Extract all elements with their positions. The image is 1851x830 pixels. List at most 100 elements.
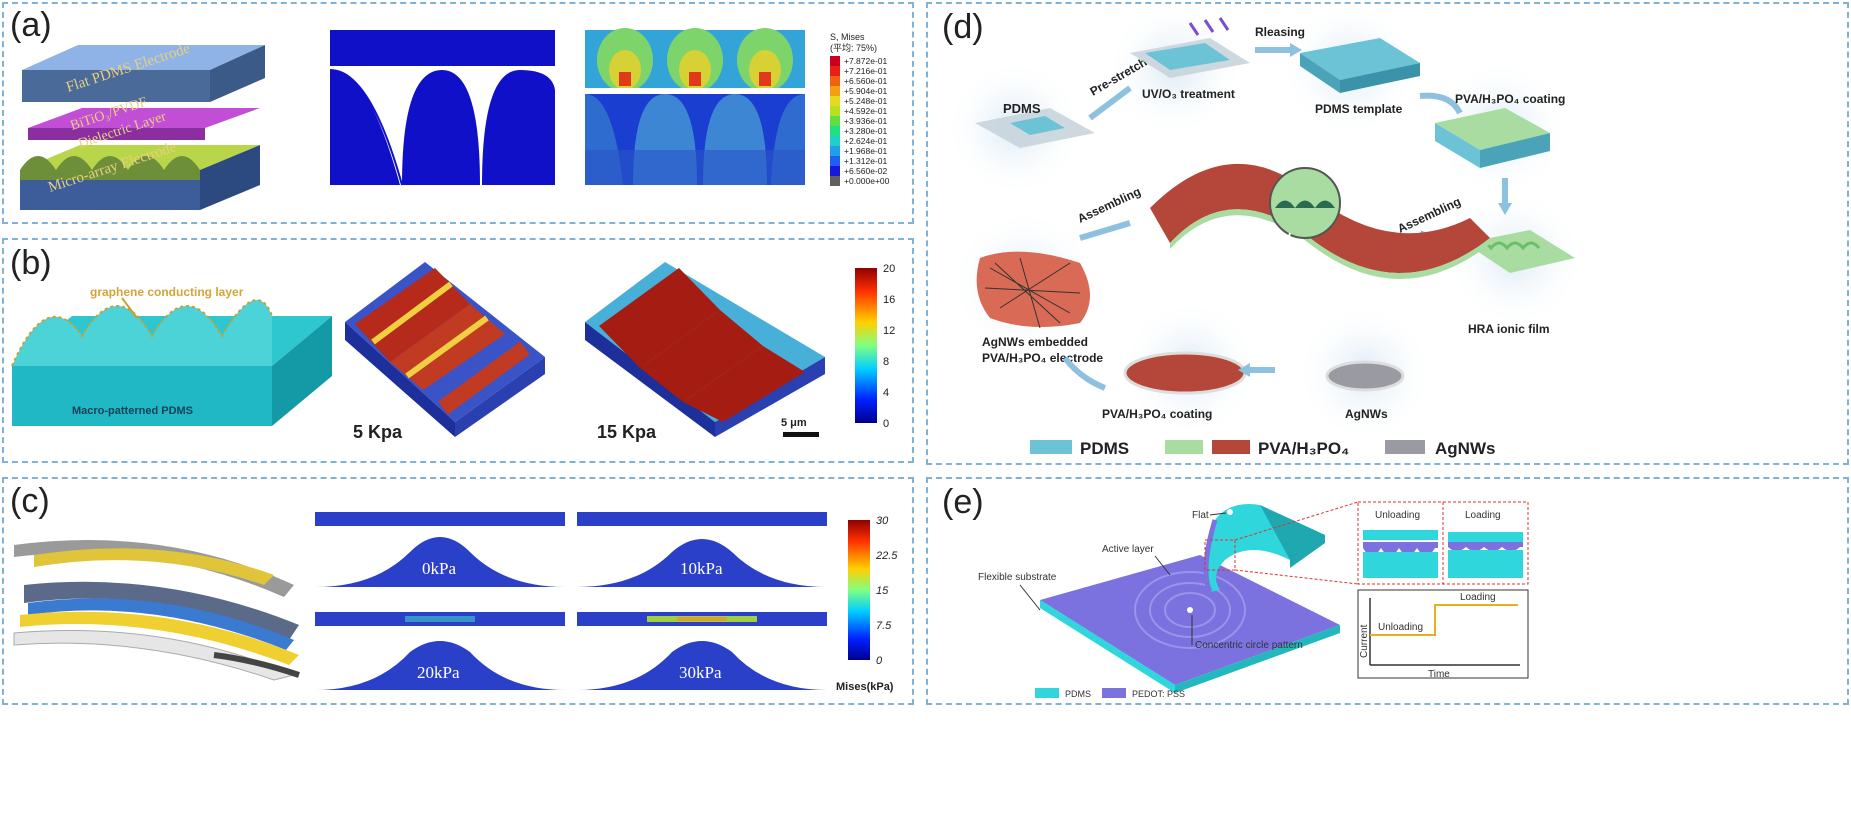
panel-c-sim-grid: 0kPa 10kPa 20kPa 30kPa: [315, 512, 827, 690]
e-legend-pdms: PDMS: [1065, 689, 1091, 699]
legend-swatch: [830, 166, 840, 176]
legend-value: +0.000e+00: [844, 176, 890, 186]
legend-value: +5.904e-01: [844, 86, 888, 96]
colorbar-tick: 4: [883, 387, 889, 399]
legend-value: +3.936e-01: [844, 116, 888, 126]
d-step-pdms: PDMS: [1003, 101, 1041, 116]
colorbar-tick: 30: [876, 515, 889, 527]
e-inset-unloading: Unloading: [1375, 510, 1420, 521]
sim-10kpa: 10kPa: [577, 512, 827, 587]
pressure-15kpa: 15 Kpa: [597, 422, 657, 442]
sim-20kpa: 20kPa: [315, 612, 565, 690]
panel-c-colorbar: 30 22.5 15 7.5 0 Mises(kPa): [836, 515, 898, 693]
e-flexible-substrate-label: Flexible substrate: [978, 572, 1057, 583]
panel-b-colorbar: 20 16 12 8 4 0: [855, 263, 895, 430]
e-graph-loading: Loading: [1460, 592, 1496, 603]
legend-subtitle: (平均: 75%): [830, 42, 877, 53]
e-axis-y: Current: [1359, 624, 1370, 658]
colorbar-tick: 12: [883, 325, 895, 337]
panel-d: [926, 2, 1849, 465]
e-active-layer-label: Active layer: [1102, 544, 1154, 555]
legend-swatch: [830, 136, 840, 146]
panel-a-label: (a): [10, 6, 52, 44]
e-inset-loading: Loading: [1465, 510, 1501, 521]
e-axis-x: Time: [1428, 669, 1450, 680]
label-20kpa: 20kPa: [417, 663, 460, 682]
panel-c-device-stack: [13, 540, 300, 681]
colorbar-tick: 20: [883, 263, 895, 275]
d-electrode-line1: AgNWs embedded: [982, 335, 1088, 349]
label-10kpa: 10kPa: [680, 559, 723, 578]
legend-swatch: [830, 96, 840, 106]
scale-bar-label: 5 μm: [781, 417, 807, 429]
legend-value: +5.248e-01: [844, 96, 888, 106]
scale-bar: [783, 432, 819, 437]
d-step-pva-coating: PVA/H₃PO₄ coating: [1455, 92, 1565, 106]
panel-e-label: (e): [942, 483, 984, 521]
legend-swatch: [830, 76, 840, 86]
legend-swatch: [830, 176, 840, 186]
substrate-label: Macro-patterned PDMS: [72, 405, 193, 417]
panel-d-process: PDMS Pre-stretch UV/O₃ treatment Rleasin…: [945, 0, 1585, 458]
graphene-layer-label: graphene conducting layer: [90, 285, 244, 299]
d-step-hra: HRA ionic film: [1468, 322, 1550, 336]
d-step-agnws: AgNWs: [1345, 407, 1388, 421]
colorbar-tick: 0: [883, 418, 889, 430]
legend-swatch: [830, 86, 840, 96]
sim-30kpa: 30kPa: [577, 612, 827, 690]
panel-a-layer-stack: Flat PDMS Electrode BiTiO₃/PVDF Dielectr…: [20, 41, 265, 210]
d-step-releasing: Rleasing: [1255, 25, 1305, 39]
colorbar-tick: 8: [883, 356, 889, 368]
panel-e-device: Flat Active layer Flexible substrate Con…: [978, 501, 1529, 699]
colorbar-tick: 22.5: [875, 550, 898, 562]
pressure-5kpa: 5 Kpa: [353, 422, 403, 442]
e-flat-label: Flat: [1192, 510, 1209, 521]
sim-0kpa: 0kPa: [315, 512, 565, 587]
colorbar-tick: 15: [876, 585, 889, 597]
colorbar-tick: 7.5: [876, 620, 892, 632]
legend-value: +7.216e-01: [844, 66, 888, 76]
panel-a-geometry: [329, 30, 555, 186]
d-legend-pva: PVA/H₃PO₄: [1258, 439, 1349, 458]
panel-b: [2, 238, 914, 463]
d-electrode-line2: PVA/H₃PO₄ electrode: [982, 351, 1103, 365]
colorbar-tick: 0: [876, 655, 883, 667]
panel-b-label: (b): [10, 244, 52, 282]
e-graph-unloading: Unloading: [1378, 622, 1423, 633]
legend-value: +6.560e-02: [844, 166, 888, 176]
legend-value: +6.560e-01: [844, 76, 888, 86]
legend-swatch: [830, 156, 840, 166]
label-30kpa: 30kPa: [679, 663, 722, 682]
panel-c: [2, 477, 914, 705]
d-legend-pdms: PDMS: [1080, 439, 1129, 458]
legend-swatch: [830, 146, 840, 156]
d-step-pva-coating2: PVA/H₃PO₄ coating: [1102, 407, 1212, 421]
colorbar-tick: 16: [883, 294, 895, 306]
d-legend-agnws: AgNWs: [1435, 439, 1495, 458]
legend-title: S, Mises: [830, 32, 865, 42]
panel-d-label: (d): [942, 8, 984, 46]
e-legend-pedot: PEDOT: PSS: [1132, 689, 1185, 699]
panel-c-label: (c): [10, 482, 50, 520]
legend-swatch: [830, 56, 840, 66]
legend-swatch: [830, 116, 840, 126]
legend-value: +7.872e-01: [844, 56, 888, 66]
legend-value: +1.968e-01: [844, 146, 888, 156]
legend-value: +3.280e-01: [844, 126, 888, 136]
e-concentric-label: Concentric circle pattern: [1195, 640, 1303, 651]
panel-e: [926, 477, 1849, 705]
legend-swatch: [830, 66, 840, 76]
panel-b-sim-15kpa: 15 Kpa 5 μm: [585, 262, 825, 442]
legend-value: +1.312e-01: [844, 156, 888, 166]
panel-a: [2, 2, 914, 224]
colorbar-title: Mises(kPa): [836, 681, 894, 693]
panel-a-stress-map: [585, 28, 805, 185]
legend-swatch: [830, 106, 840, 116]
legend-value: +4.592e-01: [844, 106, 888, 116]
d-step-uvo3: UV/O₃ treatment: [1142, 87, 1235, 101]
panel-b-sim-5kpa: 5 Kpa: [345, 262, 545, 442]
label-0kpa: 0kPa: [422, 559, 456, 578]
legend-value: +2.624e-01: [844, 136, 888, 146]
d-assembling-left: Assembling: [1075, 184, 1143, 225]
d-step-template: PDMS template: [1315, 102, 1403, 116]
